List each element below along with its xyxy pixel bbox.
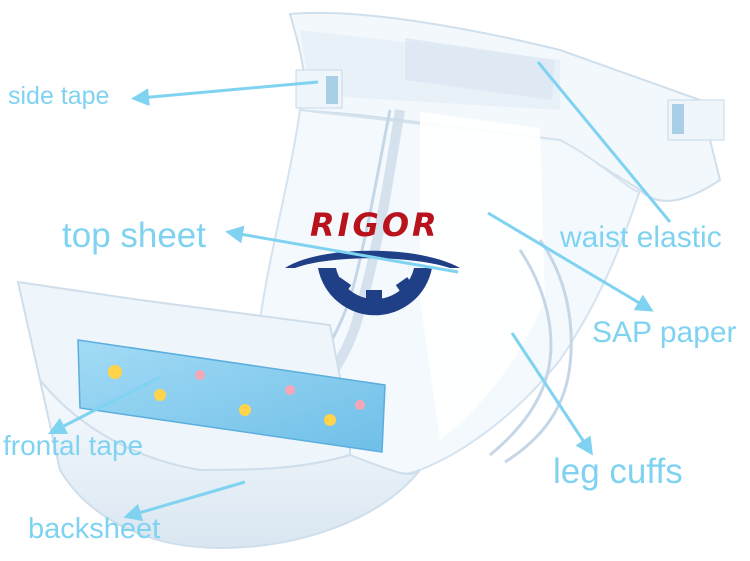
label-waist-elastic: waist elastic	[560, 221, 722, 254]
label-sap-paper: SAP paper	[592, 316, 737, 349]
arrow-side-tape	[131, 80, 319, 107]
annotation-arrows	[47, 61, 672, 522]
arrow-sap-paper	[487, 211, 654, 312]
label-side-tape: side tape	[8, 82, 110, 110]
side-tape-left	[295, 69, 343, 109]
arrow-waist-elastic	[536, 61, 672, 223]
arrow-leg-cuffs	[510, 332, 593, 456]
arrow-backsheet	[123, 480, 246, 522]
label-leg-cuffs: leg cuffs	[553, 452, 683, 491]
arrow-top-sheet	[225, 225, 459, 274]
arrow-frontal-tape	[47, 375, 161, 435]
label-backsheet: backsheet	[28, 513, 161, 545]
side-tape-right	[667, 99, 725, 141]
frontal-tape	[77, 339, 386, 453]
brand-logo: RIGOR	[310, 206, 440, 244]
gear-emblem-icon	[285, 250, 460, 316]
label-frontal-tape: frontal tape	[3, 430, 144, 461]
label-top-sheet: top sheet	[62, 216, 206, 255]
